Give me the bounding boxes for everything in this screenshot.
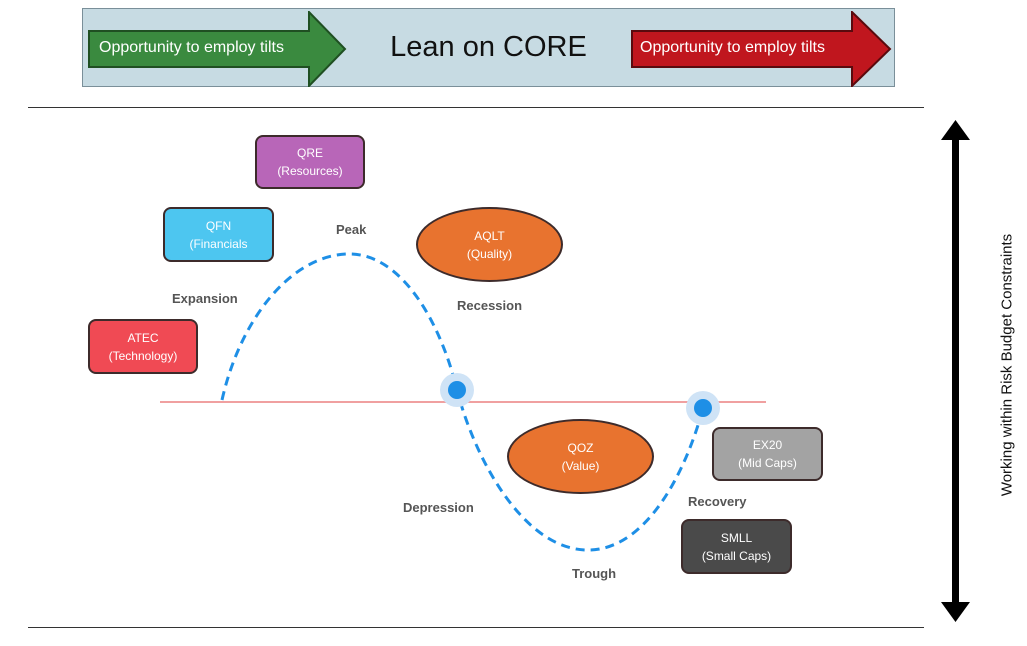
qfn-code: QFN [205, 218, 232, 233]
qre-box: QRE (Resources) [255, 135, 365, 189]
phase-depression: Depression [403, 500, 474, 515]
atec-code: ATEC [127, 330, 159, 345]
qoz-desc: (Value) [561, 458, 600, 473]
phase-peak: Peak [336, 222, 367, 237]
qre-code: QRE [296, 146, 323, 160]
recovery-marker [694, 399, 712, 417]
phase-recovery: Recovery [688, 494, 747, 509]
aqlt-desc: (Quality) [466, 246, 513, 261]
risk-budget-label: Working within Risk Budget Constraints [998, 233, 1016, 497]
double-arrow-icon [941, 120, 970, 622]
qfn-box: QFN (Financials [163, 207, 274, 262]
phase-trough: Trough [572, 566, 617, 581]
aqlt-ellipse: AQLT (Quality) [416, 207, 563, 282]
smll-desc: (Small Caps) [701, 548, 772, 563]
qoz-code: QOZ [567, 440, 594, 455]
ex20-box: EX20 (Mid Caps) [712, 427, 823, 481]
aqlt-code: AQLT [474, 228, 505, 243]
right-tilt-arrow: Opportunity to employ tilts [630, 11, 892, 87]
atec-box: ATEC (Technology) [88, 319, 198, 374]
right-arrow-icon [88, 11, 347, 87]
right-arrow-icon [631, 11, 892, 87]
top-divider [28, 107, 924, 108]
left-tilt-label: Opportunity to employ tilts [99, 39, 284, 56]
phase-expansion: Expansion [172, 291, 238, 306]
smll-box: SMLL (Small Caps) [681, 519, 792, 574]
smll-code: SMLL [720, 530, 753, 545]
atec-desc: (Technology) [108, 348, 178, 363]
ex20-desc: (Mid Caps) [738, 456, 797, 470]
banner-title: Lean on CORE [390, 31, 587, 63]
left-tilt-arrow: Opportunity to employ tilts [87, 11, 347, 87]
right-tilt-label: Opportunity to employ tilts [640, 39, 825, 56]
banner: Opportunity to employ tilts Lean on CORE… [82, 8, 895, 87]
ex20-code: EX20 [752, 438, 783, 452]
inflection-marker [448, 381, 466, 399]
qfn-desc: (Financials [189, 236, 248, 251]
qoz-ellipse: QOZ (Value) [507, 419, 654, 494]
qre-desc: (Resources) [277, 164, 343, 178]
bottom-divider [28, 627, 924, 628]
phase-recession: Recession [457, 298, 523, 313]
